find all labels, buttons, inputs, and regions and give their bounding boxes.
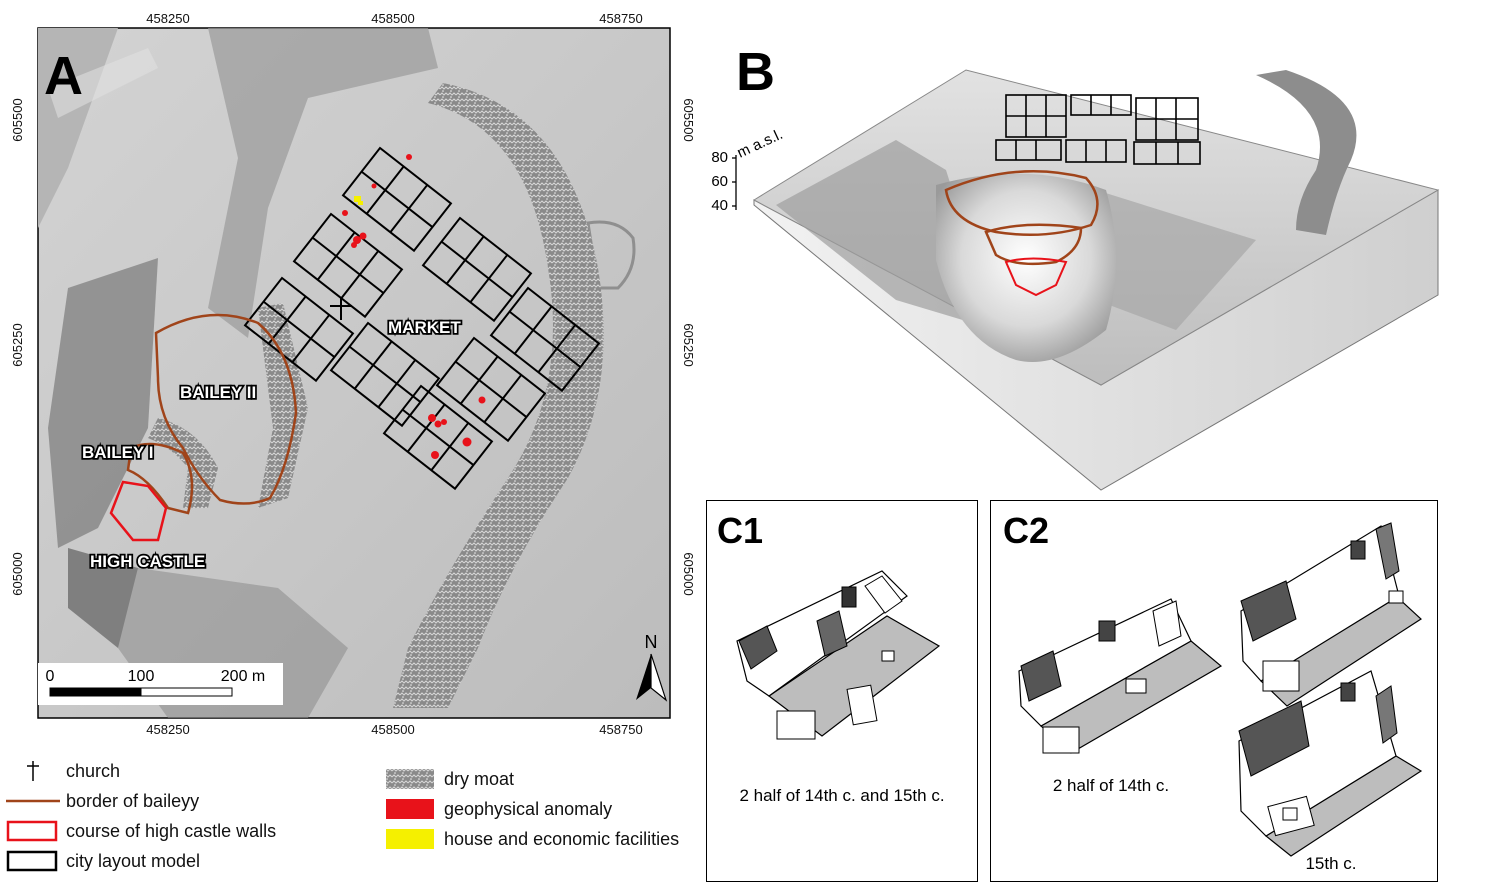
house-facilities <box>354 196 363 205</box>
house-model-panel-c2: C2 2 half of 14th c. <box>990 500 1438 882</box>
panel-letter-c2: C2 <box>1003 510 1049 551</box>
svg-text:458250: 458250 <box>146 722 189 737</box>
elevation-axis <box>732 155 737 210</box>
svg-text:80: 80 <box>711 149 728 166</box>
left-coordinates: 605500 605250 605000 <box>10 98 25 595</box>
legend-dry-moat: dry moat <box>384 766 514 792</box>
high-castle-label: HIGH CASTLE <box>90 552 205 571</box>
legend-bailey-border: border of baileyy <box>6 788 199 814</box>
high-castle-walls <box>109 480 168 542</box>
anomaly-swatch <box>384 798 438 820</box>
svg-text:605500: 605500 <box>10 98 25 141</box>
map-a-svg: 458250 458500 458750 458250 458500 45875… <box>8 8 696 740</box>
house-swatch <box>384 828 438 850</box>
north-arrow-icon: N <box>636 632 668 702</box>
svg-text:605000: 605000 <box>10 552 25 595</box>
church-icon <box>6 760 60 782</box>
right-coordinates: 605500 605250 605000 <box>681 98 696 595</box>
geophysical-anomalies <box>342 154 486 459</box>
svg-text:605250: 605250 <box>10 323 25 366</box>
bailey-1-border <box>126 442 194 515</box>
top-coordinates: 458250 458500 458750 <box>146 11 642 26</box>
city-layout-model <box>243 146 601 491</box>
svg-text:458750: 458750 <box>599 722 642 737</box>
c2-drawing: C2 2 half of 14th c. <box>1003 510 1423 873</box>
legend-geophysical-anomaly: geophysical anomaly <box>384 796 612 822</box>
svg-text:458500: 458500 <box>371 722 414 737</box>
dry-moat-inner <box>258 303 308 508</box>
bailey-border-swatch <box>6 790 60 812</box>
dry-moat-castle <box>148 418 218 508</box>
svg-text:605500: 605500 <box>681 98 696 141</box>
c2-model-14th <box>1018 598 1223 754</box>
terrain-city-layout <box>995 94 1201 165</box>
svg-text:N: N <box>645 632 658 652</box>
terrain-panel-b: 80 60 40 m a.s.l. B <box>696 0 1440 494</box>
c1-caption: 2 half of 14th c. and 15th c. <box>739 786 944 805</box>
c2-model-15th-b <box>1238 670 1423 857</box>
dry-moat-swatch <box>384 768 438 790</box>
legend-castle-walls: course of high castle walls <box>6 818 276 844</box>
svg-text:605250: 605250 <box>681 323 696 366</box>
castle-walls-swatch <box>6 820 60 842</box>
house-model-panel-c1: C1 2 half of 14th c. and 15th c. <box>706 500 978 882</box>
svg-text:0: 0 <box>46 668 55 685</box>
svg-text:40: 40 <box>711 197 728 214</box>
city-layout-swatch <box>6 850 60 872</box>
c2-caption-right: 15th c. <box>1305 854 1356 873</box>
svg-text:100: 100 <box>128 668 155 685</box>
legend-house-facilities: house and economic facilities <box>384 826 679 852</box>
dry-moat-outer <box>393 83 604 708</box>
svg-text:458250: 458250 <box>146 11 189 26</box>
svg-text:458750: 458750 <box>599 11 642 26</box>
elevation-unit: m a.s.l. <box>735 126 786 162</box>
scale-bar: 0 100 200 m <box>38 663 283 705</box>
c2-model-15th-a <box>1240 522 1422 707</box>
legend-city-layout: city layout model <box>6 848 200 874</box>
legend-church: church <box>6 758 120 784</box>
svg-text:458500: 458500 <box>371 11 414 26</box>
svg-text:200 m: 200 m <box>221 668 265 685</box>
castle-hill <box>936 173 1116 362</box>
panel-letter-a: A <box>44 46 83 106</box>
c1-buildings <box>738 575 903 740</box>
legend: church border of baileyy course of high … <box>0 750 700 890</box>
bailey-2-border <box>154 313 298 505</box>
bailey-2-label: BAILEY II <box>180 383 256 402</box>
svg-text:60: 60 <box>711 173 728 190</box>
terrain-b-svg: 80 60 40 m a.s.l. B <box>711 42 1440 491</box>
map-panel-a: 458250 458500 458750 458250 458500 45875… <box>8 8 696 740</box>
church-symbol <box>330 298 352 320</box>
c2-caption-left: 2 half of 14th c. <box>1053 776 1169 795</box>
bailey-1-label: BAILEY I <box>82 443 153 462</box>
panel-letter-b: B <box>736 42 775 102</box>
market-label: MARKET <box>388 318 461 337</box>
panel-letter-c1: C1 <box>717 510 763 551</box>
svg-text:605000: 605000 <box>681 552 696 595</box>
bottom-coordinates: 458250 458500 458750 <box>146 722 642 737</box>
c1-drawing: C1 2 half of 14th c. and 15th c. <box>717 510 945 805</box>
